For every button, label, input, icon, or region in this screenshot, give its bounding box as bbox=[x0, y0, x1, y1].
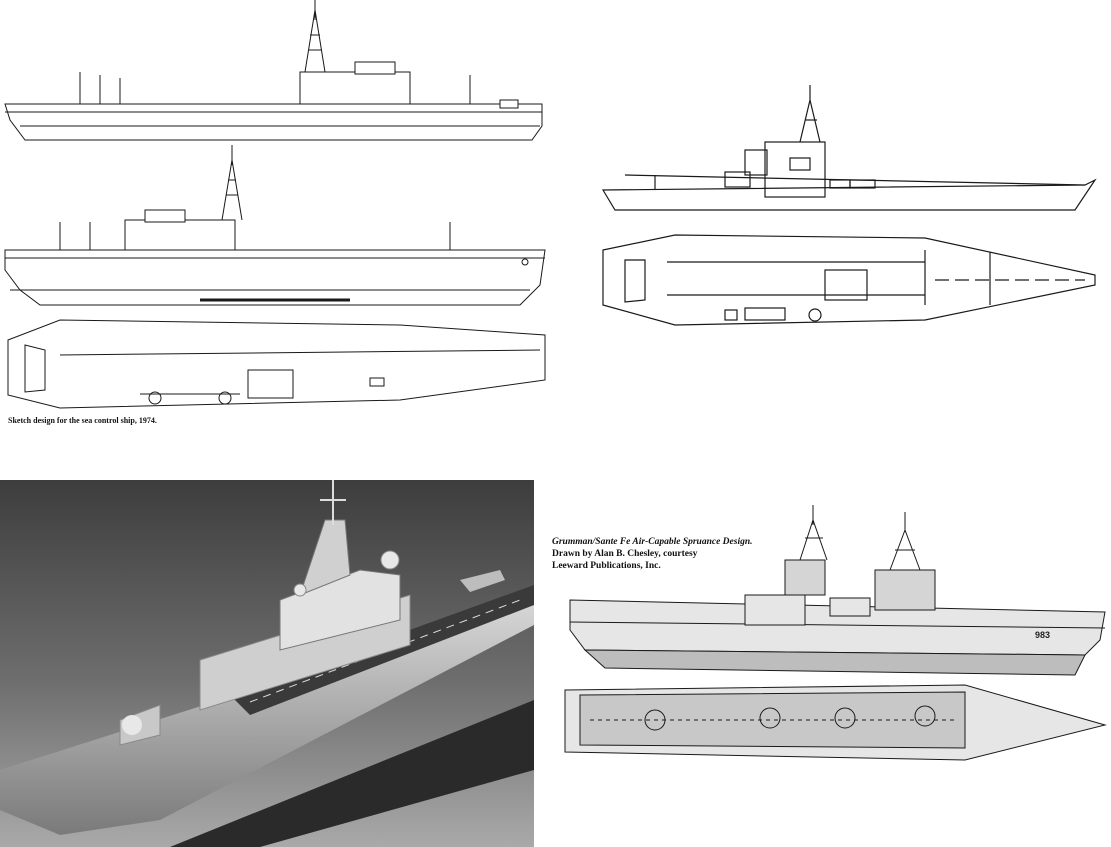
spruance-caption: Grumman/Sante Fe Air-Capable Spruance De… bbox=[552, 536, 753, 572]
ship-profile-2 bbox=[4, 145, 546, 306]
sketch-panel-1974: Sketch design for the sea control ship, … bbox=[0, 0, 560, 440]
outline-ship-profile bbox=[601, 85, 1097, 211]
spruance-plan bbox=[564, 684, 1107, 761]
caption-line-1: Grumman/Sante Fe Air-Capable Spruance De… bbox=[552, 537, 753, 547]
hull-number-label: 983 bbox=[1035, 630, 1050, 640]
outline-ship-plan bbox=[602, 234, 1096, 326]
spruance-profile bbox=[569, 505, 1106, 676]
spruance-drawing: 983 bbox=[564, 505, 1107, 761]
model-stand bbox=[170, 700, 534, 847]
model-hull bbox=[0, 600, 534, 835]
sketch-1974-drawing bbox=[4, 0, 546, 409]
ship-profile-1 bbox=[4, 0, 543, 141]
spruance-design-panel: 983 Grumman/Sante Fe Air-Capable Spruanc… bbox=[545, 500, 1111, 847]
sketch-caption: Sketch design for the sea control ship, … bbox=[8, 416, 157, 425]
model-aircraft bbox=[460, 570, 505, 592]
ship-model-photo bbox=[0, 480, 534, 847]
outline-drawing bbox=[601, 85, 1097, 326]
caption-line-3: Leeward Publications, Inc. bbox=[552, 561, 661, 571]
caption-line-2: Drawn by Alan B. Chesley, courtesy bbox=[552, 549, 698, 559]
outline-drawing-panel bbox=[595, 80, 1111, 340]
ship-plan-view bbox=[7, 319, 546, 409]
model-photo-panel bbox=[0, 480, 534, 847]
